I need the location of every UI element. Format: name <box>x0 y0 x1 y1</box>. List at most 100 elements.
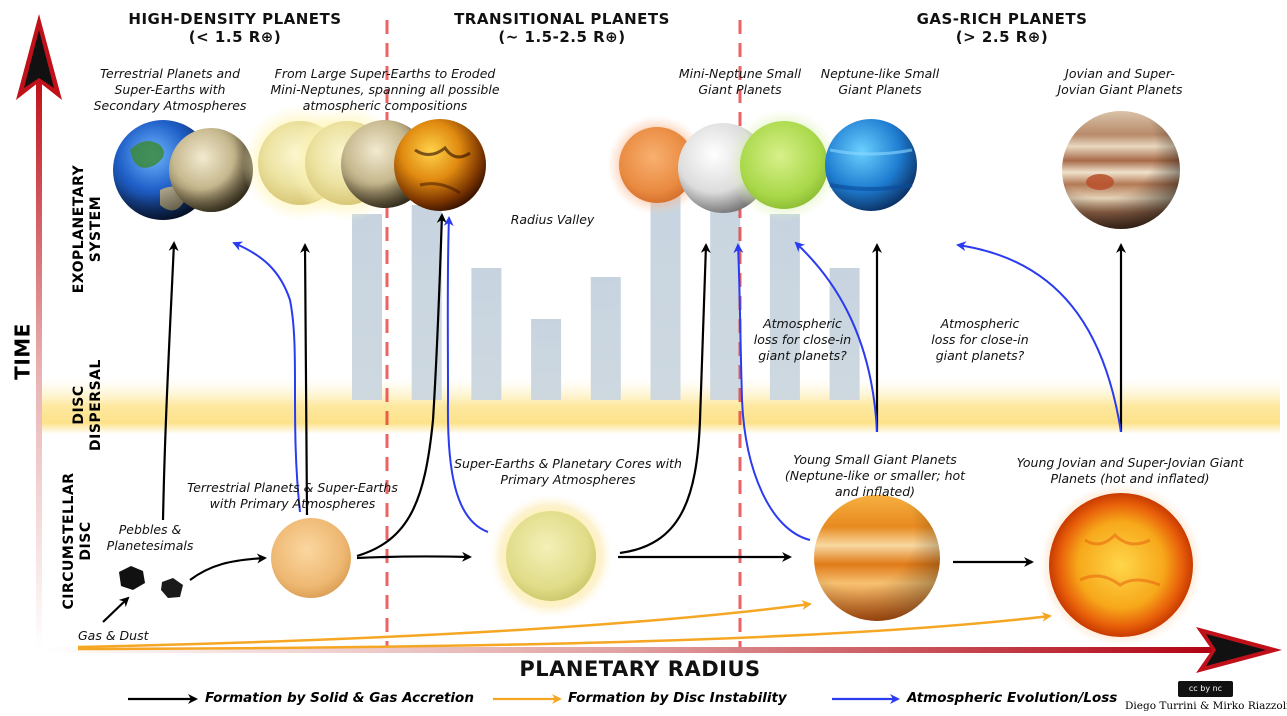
caption-young-jovian: Young Jovian and Super-Jovian Giant Plan… <box>1005 455 1255 487</box>
time-axis <box>16 14 62 650</box>
radius-valley-histogram <box>352 154 860 400</box>
caption-line: Atmospheric <box>940 316 1020 331</box>
stage-disc-dispersal: DISC DISPERSAL <box>71 345 105 465</box>
arrow-dust-to-pebbles <box>102 596 130 623</box>
arrow-pebbles-to-terrestrial-secondary <box>161 241 179 521</box>
stage-exoplanetary-system: EXOPLANETARY SYSTEM <box>71 159 105 299</box>
caption-line: Terrestrial Planets & Super-Earths <box>187 480 398 495</box>
caption-jovian: Jovian and Super- Jovian Giant Planets <box>1030 66 1210 98</box>
planet-young-small-giant <box>814 495 940 621</box>
caption-line: Super-Earths & Planetary Cores with <box>454 456 682 471</box>
caption-line: and inflated) <box>834 484 916 499</box>
arrow-atm-loss-terrestrial <box>232 241 301 513</box>
planet-super-earth-core <box>487 492 615 620</box>
arrow-atm-loss-cores <box>443 216 489 533</box>
caption-line: Giant Planets <box>838 82 922 97</box>
header-gas-rich-title: GAS-RICH PLANETS <box>916 10 1088 28</box>
cc-license-badge: cc by nc <box>1178 681 1233 697</box>
time-axis-label: TIME <box>10 323 35 380</box>
arrow-terrestrial-to-lava <box>356 213 447 558</box>
planet-young-jovian <box>1039 483 1203 647</box>
caption-line: Super-Earths with <box>114 82 226 97</box>
planet-neptune <box>825 119 917 211</box>
caption-line: Mini-Neptunes, spanning all possible <box>270 82 500 97</box>
caption-line: Terrestrial Planets and <box>99 66 241 81</box>
caption-mini-neptune: Mini-Neptune Small Giant Planets <box>660 66 820 98</box>
caption-line: From Large Super-Earths to Eroded <box>274 66 496 81</box>
stage-circumstellar-disc: CIRCUMSTELLAR DISC <box>61 466 95 616</box>
disc-instability-arrow-small-giant <box>77 600 812 649</box>
legend-disc-instability: Formation by Disc Instability <box>568 690 787 706</box>
header-transitional-range: (~ 1.5-2.5 R⊕) <box>498 28 626 46</box>
disc-instability-arrow-jovian <box>77 611 1052 651</box>
stage-exoplanetary-line-1: EXOPLANETARY <box>71 164 87 294</box>
histogram-bar-8 <box>769 214 800 400</box>
planet-orange-mini-neptune <box>607 115 707 215</box>
header-high-density-range: (< 1.5 R⊕) <box>188 28 282 46</box>
caption-line: Young Jovian and Super-Jovian Giant <box>1016 455 1244 470</box>
caption-young-small-giants: Young Small Giant Planets (Neptune-like … <box>775 452 975 500</box>
caption-line: Planetesimals <box>106 538 194 553</box>
caption-line: Jovian Giant Planets <box>1057 82 1183 97</box>
caption-pebbles: Pebbles & Planetesimals <box>95 522 205 554</box>
caption-terrestrial-primary: Terrestrial Planets & Super-Earths with … <box>180 480 405 512</box>
caption-line: loss for close-in <box>931 332 1029 347</box>
planet-terrestrial-primary <box>271 518 351 598</box>
caption-line: Primary Atmospheres <box>500 472 636 487</box>
histogram-bar-1 <box>352 214 382 400</box>
arrow-terrestrial-to-cores <box>356 551 472 562</box>
caption-line: Pebbles & <box>118 522 182 537</box>
caption-atm-loss-1: Atmospheric loss for close-in giant plan… <box>740 316 865 364</box>
header-gas-rich-range: (> 2.5 R⊕) <box>955 28 1049 46</box>
caption-atm-loss-2: Atmospheric loss for close-in giant plan… <box>915 316 1045 364</box>
caption-line: Secondary Atmospheres <box>93 98 247 113</box>
caption-line: Giant Planets <box>698 82 782 97</box>
caption-line: Jovian and Super- <box>1065 66 1175 81</box>
legend-solid-gas: Formation by Solid & Gas Accretion <box>205 690 474 706</box>
header-high-density-title: HIGH-DENSITY PLANETS <box>128 10 342 28</box>
caption-line: Neptune-like Small <box>820 66 940 81</box>
caption-line: giant planets? <box>758 348 847 363</box>
caption-super-earth-cores: Super-Earths & Planetary Cores with Prim… <box>448 456 688 488</box>
header-gas-rich: GAS-RICH PLANETS (> 2.5 R⊕) <box>877 10 1127 46</box>
header-transitional-title: TRANSITIONAL PLANETS <box>454 10 670 28</box>
histogram-bar-2 <box>411 205 442 400</box>
caption-line: with Primary Atmospheres <box>209 496 376 511</box>
stage-dispersal-line-2: DISPERSAL <box>88 359 104 451</box>
caption-eroded-mini-neptunes: From Large Super-Earths to Eroded Mini-N… <box>250 66 520 114</box>
stage-exoplanetary-line-2: SYSTEM <box>88 195 104 263</box>
caption-line: giant planets? <box>935 348 1025 363</box>
arrow-cores-to-mini-neptune <box>619 243 711 555</box>
caption-line: atmospheric compositions <box>302 98 468 113</box>
caption-line: loss for close-in <box>753 332 852 347</box>
arrow-atm-loss-jovian <box>956 241 1122 433</box>
caption-radius-valley: Radius Valley <box>510 212 595 227</box>
stage-circumstellar-line-2: DISC <box>78 521 94 561</box>
caption-line: Atmospheric <box>763 316 842 331</box>
planet-green-mini-neptune <box>728 109 840 221</box>
arrow-terrestrial-up <box>300 243 311 516</box>
radius-axis <box>40 627 1282 673</box>
caption-line: (Neptune-like or smaller; hot <box>784 468 966 483</box>
author-credit: Diego Turrini & Mirko Riazzoli <box>1125 700 1287 712</box>
radius-axis-label: PLANETARY RADIUS <box>519 657 761 681</box>
caption-line: Mini-Neptune Small <box>678 66 802 81</box>
planet-jupiter <box>1062 111 1180 229</box>
histogram-bar-3 <box>471 268 502 400</box>
caption-line: Young Small Giant Planets <box>793 452 957 467</box>
stage-circumstellar-line-1: CIRCUMSTELLAR <box>61 472 77 610</box>
planet-super-earth-sand <box>169 128 253 212</box>
caption-line: Planets (hot and inflated) <box>1050 471 1210 486</box>
arrow-pebbles-to-terrestrial <box>189 553 267 581</box>
header-high-density: HIGH-DENSITY PLANETS (< 1.5 R⊕) <box>110 10 360 46</box>
arrow-atm-loss-neptune <box>794 241 878 433</box>
histogram-bar-5 <box>590 277 621 400</box>
pebbles-icon <box>119 566 183 598</box>
histogram-bar-6 <box>650 184 681 400</box>
header-transitional: TRANSITIONAL PLANETS (~ 1.5-2.5 R⊕) <box>437 10 687 46</box>
planet-lava <box>394 119 486 211</box>
caption-terrestrial-secondary: Terrestrial Planets and Super-Earths wit… <box>85 66 255 114</box>
caption-neptune-like: Neptune-like Small Giant Planets <box>805 66 955 98</box>
